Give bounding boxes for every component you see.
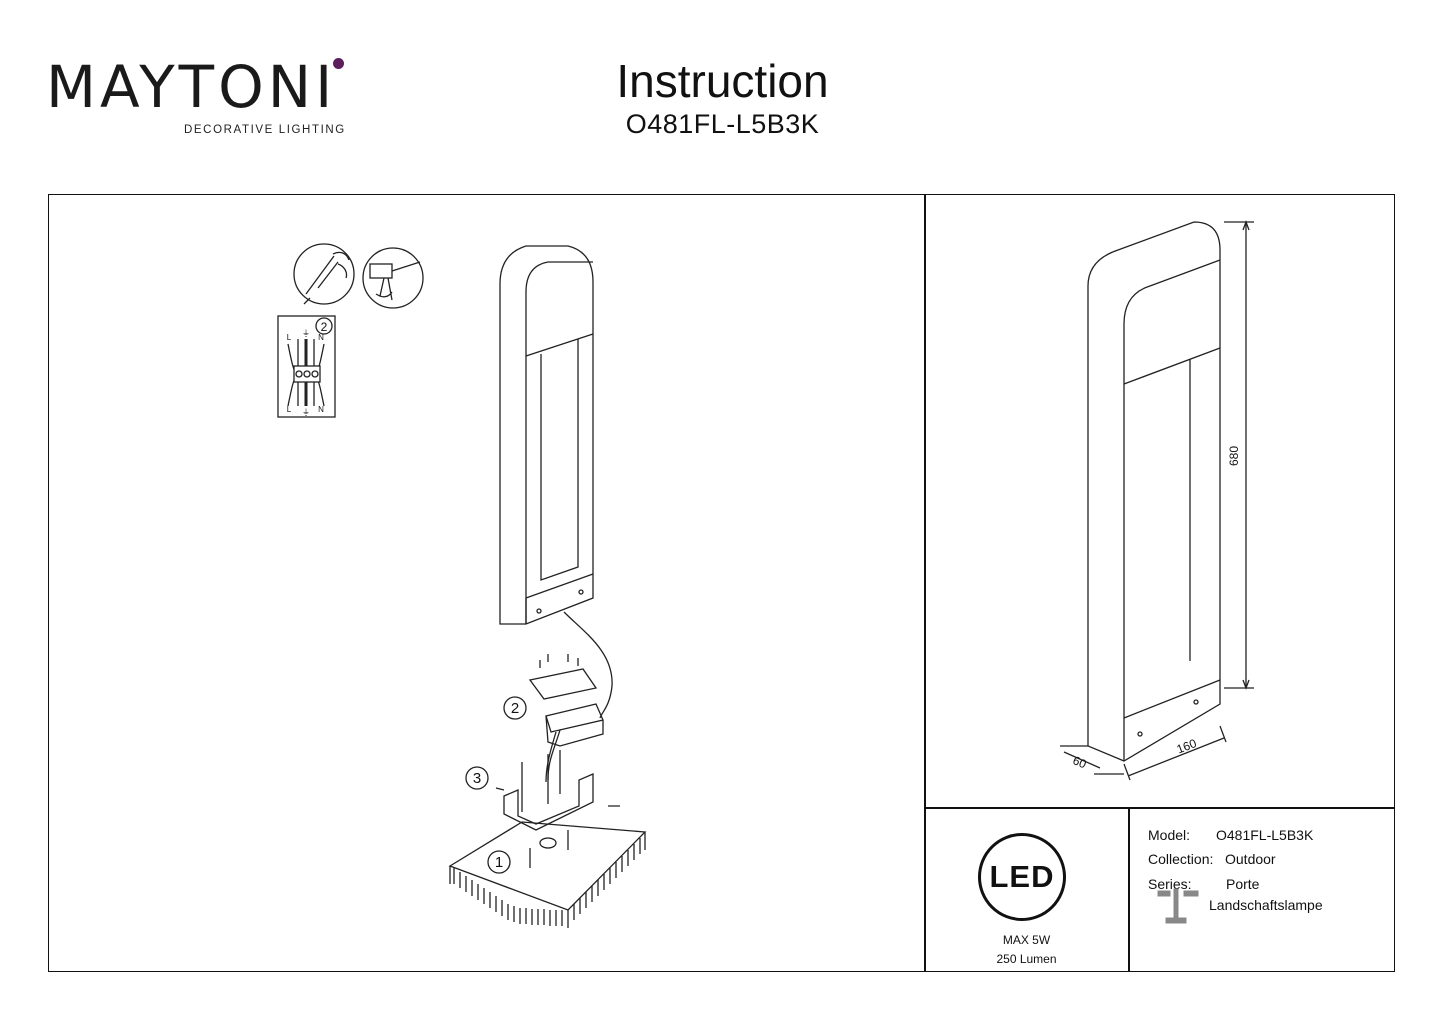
model-code-heading: O481FL-L5B3K — [625, 109, 820, 139]
series-value: Porte — [1226, 876, 1260, 892]
spec-divider — [1128, 807, 1130, 972]
led-power: MAX 5W — [1002, 933, 1051, 947]
terminal-top-earth: ⏚ — [302, 329, 310, 338]
height-dimension-line — [1224, 220, 1254, 690]
dimensions-panel: 680 160 60 — [924, 194, 1395, 808]
step-marker-1 — [487, 850, 511, 874]
screwdriver-icon — [293, 243, 355, 305]
terminal-bottom-l: L — [287, 405, 292, 414]
brand-name: MAYTONI — [46, 53, 337, 121]
wire-connector-icon — [362, 247, 424, 309]
terminal-top-l: L — [287, 333, 292, 342]
led-info: LED MAX 5W 250 Lumen — [924, 808, 1129, 972]
step-marker-2 — [503, 696, 527, 720]
horizontal-divider — [924, 807, 1395, 809]
collection-value: Outdoor — [1225, 851, 1276, 867]
led-lumen: 250 Lumen — [996, 952, 1057, 966]
step-marker-3 — [465, 766, 489, 790]
brand-logo: MAYTONI DECORATIVE LIGHTING — [46, 52, 346, 142]
brand-accent-dot — [333, 58, 344, 69]
lamp-outline — [1087, 221, 1221, 762]
terminal-bottom-n: N — [318, 405, 324, 414]
assembly-panel: 1 2 3 2 L ⏚ N L ⏚ N — [48, 194, 925, 972]
collection-label: Collection: — [1148, 851, 1214, 867]
mounting-bracket-drawing — [495, 750, 620, 868]
step-label-2: 2 — [511, 700, 519, 717]
model-value: O481FL-L5B3K — [1216, 827, 1314, 843]
junction-box-drawing — [528, 654, 604, 783]
model-label: Model: — [1148, 827, 1191, 843]
led-badge: LED — [978, 833, 1066, 921]
width-dimension-line — [1123, 725, 1227, 781]
series-label: Series: — [1148, 876, 1192, 892]
landscape-lamp-icon — [1157, 888, 1199, 924]
terminal-top-n: N — [318, 333, 324, 342]
callout-step-label: 2 — [321, 320, 328, 334]
terminal-bottom-earth: ⏚ — [302, 408, 310, 417]
dimension-drawing: 680 160 60 — [1060, 220, 1254, 781]
depth-dimension-line — [1060, 745, 1124, 775]
vertical-divider — [924, 194, 926, 972]
depth-value: 60 — [1071, 753, 1089, 771]
content-frame — [48, 194, 1395, 972]
height-value: 680 — [1227, 446, 1241, 466]
lamp-body-drawing — [499, 245, 613, 719]
page-title: Instruction — [616, 55, 829, 107]
product-type-value: Landschaftslampe — [1209, 897, 1323, 913]
brand-tagline: DECORATIVE LIGHTING — [184, 124, 346, 136]
assembly-drawing: 1 2 3 2 L ⏚ N L ⏚ N — [277, 243, 647, 928]
step-label-3: 3 — [473, 770, 481, 787]
wiring-callout — [277, 315, 336, 418]
ground-base-drawing — [448, 821, 647, 928]
width-value: 160 — [1175, 736, 1199, 756]
step-label-1: 1 — [495, 854, 503, 871]
